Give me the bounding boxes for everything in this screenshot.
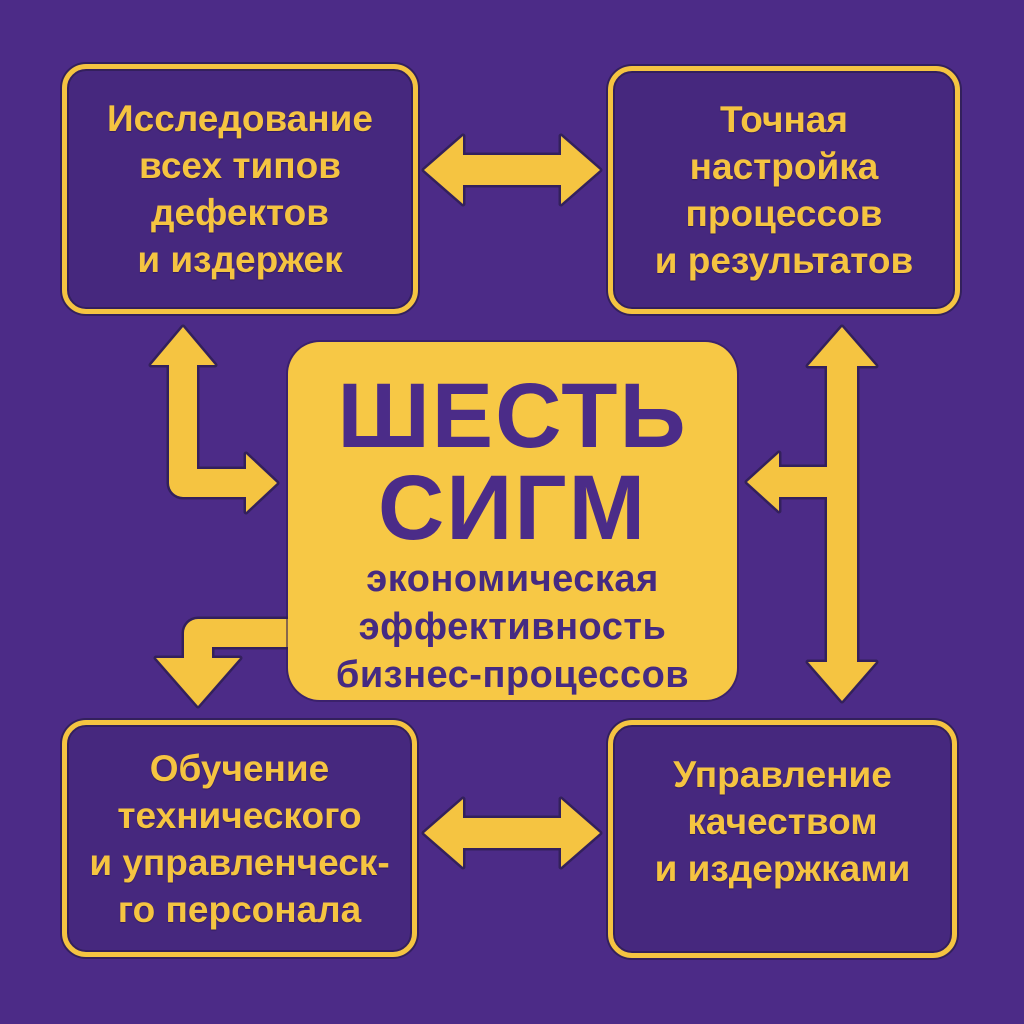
box-process-tuning: Точная настройка процессов и результатов [608,66,960,314]
box-tuning-line-2: настройка [689,146,879,187]
center-subtitle-line-2: эффективность [358,606,667,648]
double-horizontal-arrow-bottom-icon [421,796,603,870]
box-training-line-1: Обучение [149,747,330,789]
box-training-line-2: технического [117,794,362,836]
center-subtitle-line-1: экономическая [366,558,659,600]
box-tuning-line-4: и результатов [654,240,914,281]
box-personnel-training: Обучение технического и управленческ- го… [62,720,417,957]
box-quality-line-3: и издержками [654,848,911,889]
box-research-line-3: дефектов [150,192,330,233]
double-vertical-arrow-right-icon [744,324,879,704]
center-title-line-1: ШЕСТЬ [337,365,688,467]
box-research-defects: Исследование всех типов дефектов и издер… [62,64,418,314]
box-quality-line-2: качеством [687,801,878,842]
center-six-sigma-box: ШЕСТЬ СИГМ экономическая эффективность б… [288,342,737,700]
elbow-arrow-left-top-icon [148,324,280,515]
center-title-line-2: СИГМ [377,457,648,559]
box-training-line-4: го персонала [117,888,362,930]
box-training-line-3: и управленческ- [89,841,390,883]
box-research-line-4: и издержек [137,239,343,280]
elbow-arrow-left-bottom-icon [153,616,294,709]
box-tuning-line-1: Точная [720,99,848,140]
center-subtitle-line-3: бизнес-процессов [335,654,690,696]
box-quality-management: Управление качеством и издержками [608,720,957,958]
double-horizontal-arrow-top-icon [421,133,603,207]
box-research-line-2: всех типов [139,145,341,186]
box-research-line-1: Исследование [107,98,373,139]
box-quality-line-1: Управление [673,754,892,795]
box-tuning-line-3: процессов [685,193,883,234]
